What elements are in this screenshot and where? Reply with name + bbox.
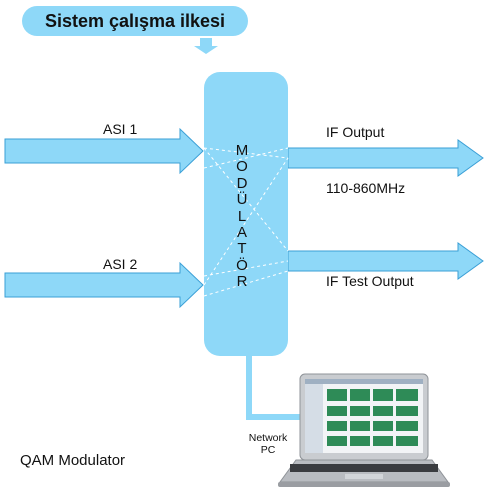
if-test-output-arrow: [287, 242, 484, 280]
modulator-letter: A: [236, 224, 247, 242]
modulator-letter: T: [237, 240, 247, 258]
asi1-input-arrow: [4, 127, 204, 175]
modulator-letter: M: [235, 142, 249, 159]
modulator-letter: Ö: [236, 256, 248, 274]
title-text: Sistem çalışma ilkesi: [44, 10, 226, 31]
modulator-letter: L: [237, 207, 247, 225]
title-banner: Sistem çalışma ilkesi: [22, 6, 248, 36]
asi2-input-arrow: [4, 261, 204, 309]
modulator-letter: D: [236, 174, 248, 192]
internal-routing-lines: [203, 147, 289, 297]
if-test-output-label: IF Test Output: [326, 273, 414, 289]
qam-modulator-caption: QAM Modulator: [20, 452, 126, 469]
pc-label: PC: [260, 444, 276, 456]
laptop: [278, 373, 450, 487]
modulator-block: [204, 72, 288, 356]
modulator-letter: R: [236, 273, 248, 291]
network-cable: [246, 355, 300, 420]
network-label: Network: [248, 432, 288, 444]
title-down-arrow: [194, 38, 218, 54]
modulator-label: M O D Ü L A T Ö R: [232, 142, 252, 291]
network-pc-label: Network PC: [238, 432, 298, 456]
if-output-arrow: [287, 139, 484, 177]
frequency-range-label: 110-860MHz: [326, 180, 406, 196]
asi2-label: ASI 2: [103, 256, 138, 272]
asi1-label: ASI 1: [103, 121, 138, 137]
modulator-letter: O: [236, 158, 248, 176]
modulator-letter: Ü: [236, 191, 248, 209]
if-output-label: IF Output: [326, 124, 385, 140]
